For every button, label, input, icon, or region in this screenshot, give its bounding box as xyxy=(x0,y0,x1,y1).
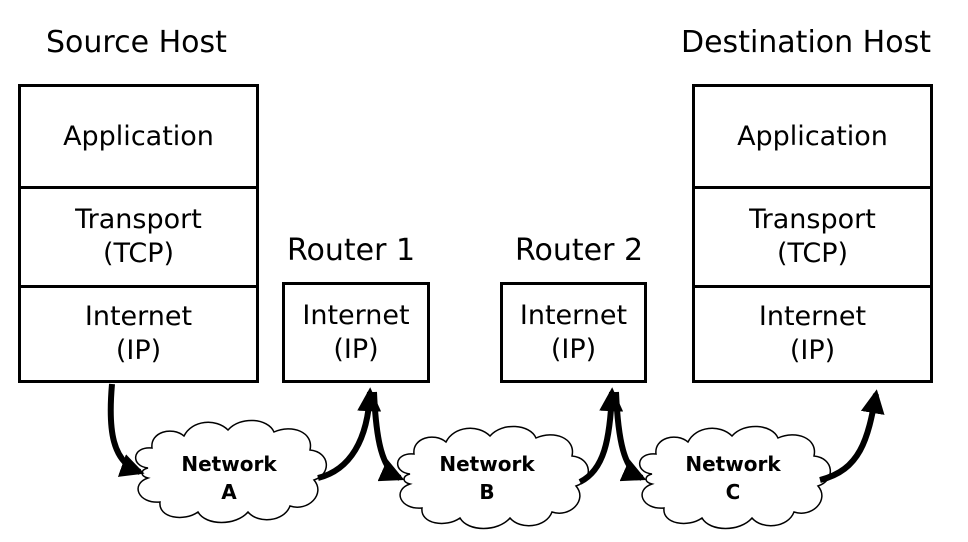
cloud-network-b: Network B xyxy=(397,425,589,530)
router-2-internet-layer: Internet (IP) xyxy=(503,285,644,380)
destination-internet-layer: Internet (IP) xyxy=(695,285,930,380)
network-c-id: C xyxy=(726,480,741,504)
layer-protocol: (IP) xyxy=(115,335,162,366)
router-2-box: Internet (IP) xyxy=(500,282,647,383)
layer-protocol: (IP) xyxy=(789,335,836,366)
layer-protocol: (IP) xyxy=(550,333,597,365)
layer-label: Internet xyxy=(302,299,410,331)
source-internet-layer: Internet (IP) xyxy=(21,285,256,380)
arrow-network-c-to-destination xyxy=(819,389,885,483)
source-transport-layer: Transport (TCP) xyxy=(21,186,256,285)
source-host-title: Source Host xyxy=(46,25,227,60)
network-a-label: Network xyxy=(181,452,277,476)
router-2-title: Router 2 xyxy=(515,233,644,268)
layer-protocol: (TCP) xyxy=(776,238,849,269)
layer-protocol: (IP) xyxy=(333,333,379,365)
layer-label: Transport xyxy=(75,204,202,236)
layer-label: Internet xyxy=(519,299,628,331)
layer-label: Application xyxy=(63,120,214,152)
network-a-id: A xyxy=(221,480,237,504)
layer-label: Internet xyxy=(758,301,867,333)
destination-transport-layer: Transport (TCP) xyxy=(695,186,930,285)
cloud-network-a: Network A xyxy=(135,419,327,524)
layer-protocol: (TCP) xyxy=(102,238,175,269)
destination-application-layer: Application xyxy=(695,87,930,186)
arrow-source-to-network-a xyxy=(107,383,145,477)
network-b-label: Network xyxy=(439,452,535,476)
destination-host-title: Destination Host xyxy=(681,25,931,60)
layer-label: Application xyxy=(737,120,888,152)
source-host-stack: Application Transport (TCP) Internet (IP… xyxy=(18,84,259,383)
arrow-network-b-to-router-2 xyxy=(578,387,624,485)
arrow-network-a-to-router-1 xyxy=(317,387,382,481)
layer-label: Transport xyxy=(749,204,876,236)
router-1-internet-layer: Internet (IP) xyxy=(285,285,427,380)
router-1-title: Router 1 xyxy=(287,233,416,268)
network-c-label: Network xyxy=(685,452,781,476)
network-b-id: B xyxy=(479,480,494,504)
cloud-network-c: Network C xyxy=(639,425,831,530)
layer-label: Internet xyxy=(84,301,193,333)
arrow-router-1-to-network-b xyxy=(371,391,405,482)
source-application-layer: Application xyxy=(21,87,256,186)
arrow-router-2-to-network-c xyxy=(613,391,647,482)
destination-host-stack: Application Transport (TCP) Internet (IP… xyxy=(692,84,933,383)
router-1-box: Internet (IP) xyxy=(282,282,430,383)
